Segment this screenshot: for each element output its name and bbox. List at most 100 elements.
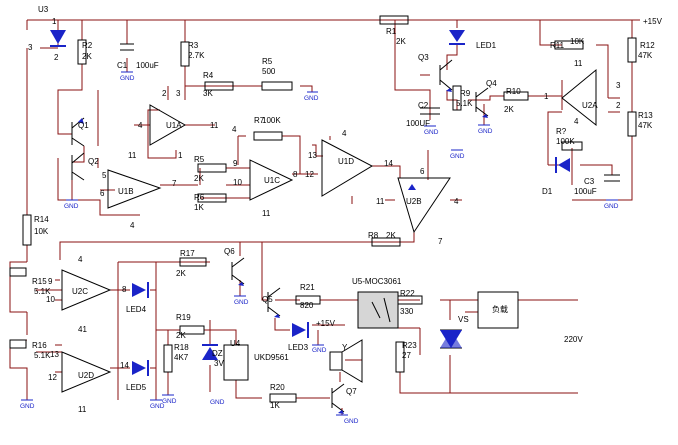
label-pin-12-u2d: 12 (48, 373, 57, 382)
label-c1-value: 100uF (136, 61, 159, 70)
label-r18: R18 (174, 343, 189, 352)
label-pin-6-u1b: 6 (100, 189, 105, 198)
label-pin-41-u2c: 41 (78, 325, 87, 334)
label-r17-value: 2K (176, 269, 186, 278)
gnd-tag: GND (604, 203, 619, 210)
label-pin-4-u2a: 4 (574, 117, 579, 126)
label-dz: DZ (212, 349, 223, 358)
wires (9, 19, 640, 415)
label-q4: Q4 (486, 79, 497, 88)
label-r15-value: 5.1K (34, 287, 51, 296)
ground-symbols (21, 71, 618, 416)
label-pin-4-u2c: 4 (78, 255, 83, 264)
label-r16: R16 (32, 341, 47, 350)
label-r10-value: 2K (504, 105, 514, 114)
label-r16-value: 5.1K (34, 351, 51, 360)
label-vs: VS (458, 315, 469, 324)
label-q3: Q3 (418, 53, 429, 62)
label-r20: R20 (270, 383, 285, 392)
label-r2-value: 2K (82, 52, 92, 61)
label-pin-14-u2d: 14 (120, 361, 129, 370)
label-r7: R7 (254, 116, 265, 125)
label-pin-11-u1b: 11 (128, 151, 137, 160)
label-pin-2-u2a: 2 (616, 101, 621, 110)
label-r7-value: 100K (262, 116, 281, 125)
label-r4: R4 (203, 71, 214, 80)
label-led4: LED4 (126, 305, 147, 314)
label-load: 负载 (492, 304, 508, 314)
label-r3-value: 2.7K (188, 51, 205, 60)
gnd-tag: GND (20, 403, 35, 410)
label-r5b-value: 2K (194, 174, 204, 183)
label-pin-11-u1c: 11 (262, 209, 271, 218)
label-r12: R12 (640, 41, 655, 50)
label-vcc-top: +15V (643, 17, 663, 26)
label-u2d: U2D (78, 371, 94, 380)
label-pin-11-u1a: 11 (210, 121, 219, 130)
label-q6: Q6 (224, 247, 235, 256)
label-y: Y (342, 343, 348, 352)
gnd-tag: GND (312, 347, 327, 354)
label-pin-4-u2b: 4 (454, 197, 459, 206)
label-pin-13-u2d: 13 (50, 350, 59, 359)
label-r5: R5 (262, 57, 273, 66)
gnd-tag: GND (344, 418, 359, 425)
label-r7b-value: 100K (556, 137, 575, 146)
label-r17: R17 (180, 249, 195, 258)
label-pin-7-u2b: 7 (438, 237, 443, 246)
label-u2a: U2A (582, 101, 598, 110)
label-pin-1-u1a: 1 (178, 151, 183, 160)
gnd-tags: GND GND GND GND GND GND GND GND GND GND … (20, 75, 619, 425)
label-220v: 220V (564, 335, 583, 344)
label-pin-8-u1c: 8 (293, 170, 298, 179)
label-pin-11-u2b: 11 (376, 197, 385, 206)
label-led3: LED3 (288, 343, 309, 352)
label-pin-3-u3: 3 (28, 43, 33, 52)
label-pin-1-u3: 1 (52, 17, 57, 26)
label-c3-value: 100uF (574, 187, 597, 196)
label-q7: Q7 (346, 387, 357, 396)
gnd-tag: GND (64, 203, 79, 210)
label-pin-2-u3: 2 (54, 53, 59, 62)
label-r18-value: 4K7 (174, 353, 189, 362)
label-r21-value: 820 (300, 301, 314, 310)
label-r22: R22 (400, 289, 415, 298)
label-r15: R15 (32, 277, 47, 286)
label-pin-11-u2d: 11 (78, 405, 87, 414)
label-u3: U3 (38, 5, 49, 14)
label-r8-value: 2K (386, 231, 396, 240)
label-r23: R23 (402, 341, 417, 350)
label-pin-8-u2c: 8 (122, 285, 127, 294)
label-pin-4-u1a: 4 (138, 121, 143, 130)
label-c2-value: 100UF (406, 119, 430, 128)
label-pin-1-u2a: 1 (544, 92, 549, 101)
gnd-tag: GND (150, 403, 165, 410)
diodes-and-leds (50, 30, 570, 414)
label-r5b: R5 (194, 155, 205, 164)
label-pin-4-u1d: 4 (342, 129, 347, 138)
label-r23-value: 27 (402, 351, 411, 360)
label-pin-12-u1d: 12 (305, 170, 314, 179)
label-r2: R2 (82, 41, 93, 50)
label-pin-10-u1c: 10 (233, 178, 242, 187)
gnd-tag: GND (304, 95, 319, 102)
label-r6: R6 (194, 193, 205, 202)
label-pin-4-u1c: 4 (232, 125, 237, 134)
label-c1: C1 (117, 61, 128, 70)
gnd-tag: GND (210, 399, 225, 406)
label-r4-value: 3K (203, 89, 213, 98)
gnd-tag: GND (162, 398, 177, 405)
gnd-tag: GND (234, 299, 249, 306)
label-pin-6-u2b: 6 (420, 167, 425, 176)
label-r6-value: 1K (194, 203, 204, 212)
label-r19: R19 (176, 313, 191, 322)
label-r13: R13 (638, 111, 653, 120)
label-r14-value: 10K (34, 227, 49, 236)
label-r21: R21 (300, 283, 315, 292)
label-pin-3-u2a: 3 (616, 81, 621, 90)
text-labels: U3 3 1 2 R2 2K C1 100uF R3 2.7K R4 3K R5… (28, 5, 663, 414)
label-r3: R3 (188, 41, 199, 50)
label-r20-value: 1K (270, 401, 280, 410)
label-r1-value: 2K (396, 37, 406, 46)
label-pin-14-u1d: 14 (384, 159, 393, 168)
